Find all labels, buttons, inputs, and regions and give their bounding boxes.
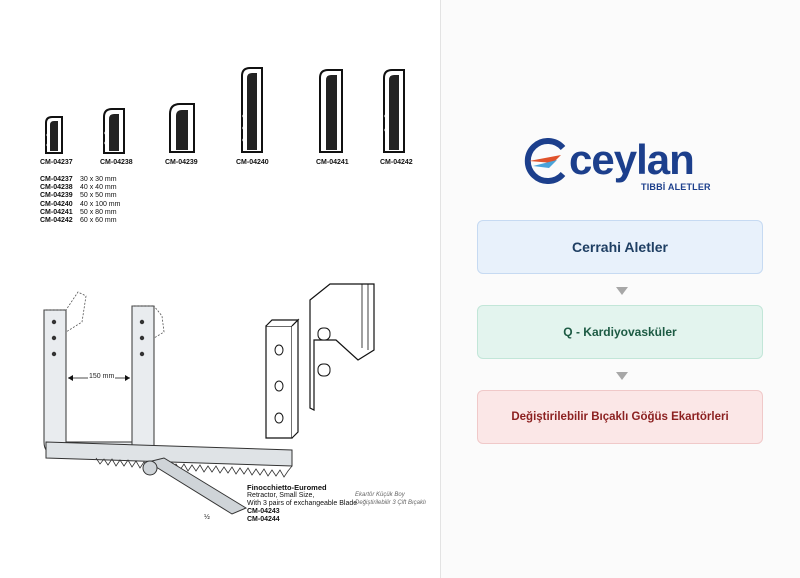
- blade-image-cm-04237: [45, 116, 63, 154]
- retractor-caption-tr: Ekartör Küçük Boy Değiştirilebilir 3 Çif…: [355, 492, 427, 506]
- blade-code-label: CM-04239: [165, 159, 198, 166]
- blade-image-cm-04241: [319, 69, 343, 153]
- blade-code-label: CM-04242: [380, 159, 413, 166]
- blade-image-cm-04240: [241, 67, 263, 153]
- blade-image-cm-04242: [383, 69, 405, 153]
- nav-subcategory-button[interactable]: Q - Kardiyovasküler: [477, 305, 763, 359]
- ceylan-logo[interactable]: ceylan TIBBİ ALETLER: [523, 138, 723, 198]
- chevron-down-icon: [616, 287, 628, 295]
- navigation-panel: ceylan TIBBİ ALETLER Cerrahi Aletler Q -…: [441, 0, 800, 578]
- catalog-page: CM-04237 CM-04238 CM-04239 CM-04240 CM-0…: [40, 67, 427, 524]
- logo-subtitle: TIBBİ ALETLER: [641, 182, 711, 192]
- logo-mark-icon: [524, 138, 566, 184]
- blade-parts-image: [265, 283, 375, 439]
- nav-category-button[interactable]: Cerrahi Aletler: [477, 220, 763, 274]
- blade-image-cm-04239: [169, 103, 195, 153]
- blade-image-cm-04238: [103, 108, 125, 154]
- blade-code-label: CM-04238: [100, 159, 133, 166]
- page-divider: [440, 0, 441, 578]
- blade-code-label: CM-04240: [236, 159, 269, 166]
- logo-wordmark: ceylan: [569, 136, 695, 183]
- chevron-down-icon: [616, 372, 628, 380]
- nav-product-group-button[interactable]: Değiştirilebilir Bıçaklı Göğüs Ekartörle…: [477, 390, 763, 444]
- blade-code-label: CM-04237: [40, 159, 73, 166]
- retractor-caption: Finocchietto-Euromed Retractor, Small Si…: [247, 483, 358, 524]
- blade-code-label: CM-04241: [316, 159, 349, 166]
- retractor-title: Finocchietto-Euromed: [247, 483, 327, 492]
- dimension-label: 150 mm: [88, 373, 116, 380]
- retractor-image: [43, 291, 293, 515]
- scale-label: ½: [204, 514, 210, 521]
